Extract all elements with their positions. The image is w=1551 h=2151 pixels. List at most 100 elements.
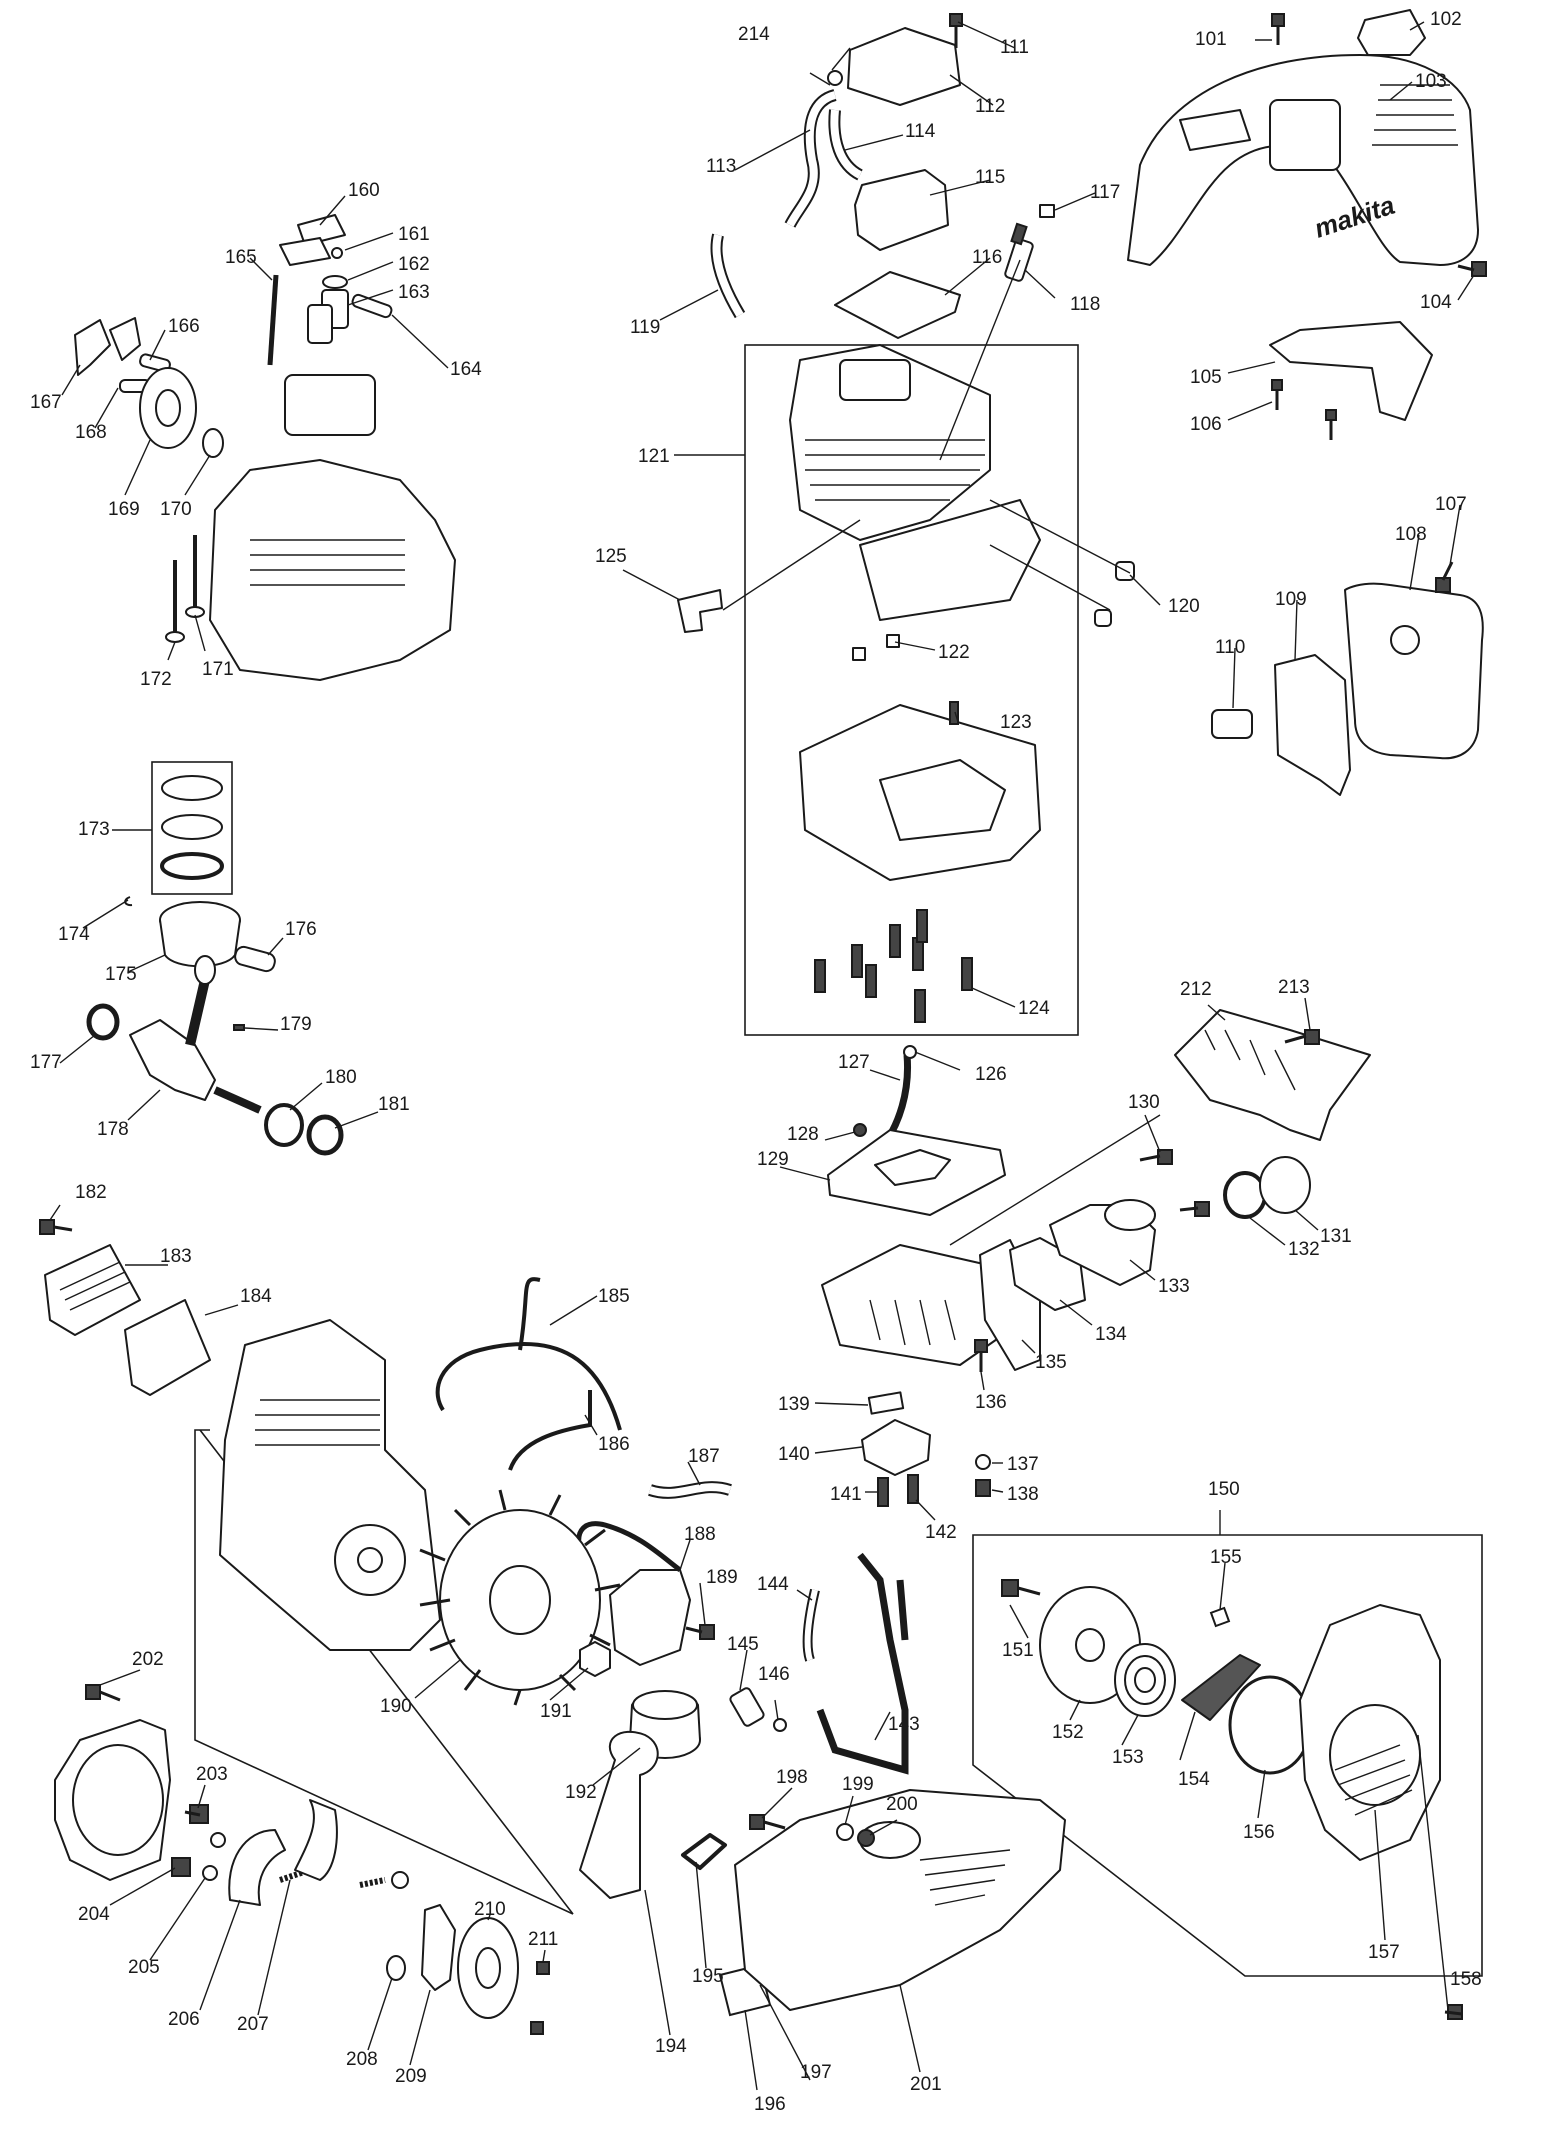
wire-186: [508, 1390, 592, 1471]
callout-214: 214: [738, 24, 770, 45]
callout-202: 202: [132, 1649, 164, 1670]
bolts-124: [814, 909, 973, 1023]
callout-189: 189: [706, 1567, 738, 1588]
nut-161: [331, 247, 343, 259]
callout-103: 103: [1415, 71, 1447, 92]
stud-123: [949, 701, 959, 725]
engine-group-outline-line: [194, 1429, 574, 1915]
callout-200: 200: [886, 1794, 918, 1815]
engine-assembly: [219, 1319, 441, 1651]
callout-167: 167: [30, 392, 62, 413]
callout-135: 135: [1035, 1352, 1067, 1373]
fuel-cap-192: [629, 1690, 701, 1759]
callout-142: 142: [925, 1522, 957, 1543]
tag-194: [579, 1730, 659, 1899]
sleeve-110: [1211, 709, 1253, 739]
callout-191: 191: [540, 1701, 572, 1722]
bolt-158: [1444, 2004, 1463, 2020]
gasket-116: [834, 271, 961, 339]
callout-165: 165: [225, 247, 257, 268]
callout-130: 130: [1128, 1092, 1160, 1113]
air-cleaner-base-135: [821, 1239, 1041, 1371]
bolt-107: [1435, 561, 1454, 593]
callout-208: 208: [346, 2049, 378, 2070]
cylinder-head: [209, 374, 456, 681]
bushing-120b: [1094, 609, 1112, 627]
callout-170: 170: [160, 499, 192, 520]
callout-182: 182: [75, 1182, 107, 1203]
callout-119: 119: [630, 317, 660, 338]
callout-102: 102: [1430, 9, 1462, 30]
clutch-hub-209: [421, 1904, 456, 1991]
callout-207: 207: [237, 2014, 269, 2035]
washer-137: [975, 1454, 991, 1470]
callout-163: 163: [398, 282, 430, 303]
callout-116: 116: [972, 247, 1002, 268]
callout-185: 185: [598, 1286, 630, 1307]
callout-140: 140: [778, 1444, 810, 1465]
callout-143: 143: [888, 1714, 920, 1735]
callout-169: 169: [108, 499, 140, 520]
bolt-182: [39, 1219, 73, 1235]
bolt-136: [974, 1339, 988, 1372]
callout-114: 114: [905, 121, 936, 142]
callout-184: 184: [240, 1286, 272, 1307]
callout-151: 151: [1002, 1640, 1034, 1661]
nut-191: [579, 1641, 611, 1677]
spring-153: [1114, 1643, 1176, 1717]
callout-209: 209: [395, 2066, 427, 2087]
callout-188: 188: [684, 1524, 716, 1545]
stud-203: [184, 1804, 209, 1824]
grommet-195: [681, 1833, 727, 1870]
cam-follower-167: [74, 319, 111, 376]
callout-203: 203: [196, 1764, 228, 1785]
callout-160: 160: [348, 180, 380, 201]
ring-132: [1223, 1171, 1267, 1219]
piston-pin-176: [234, 945, 276, 973]
gasket-109: [1274, 654, 1351, 796]
muffler-hole: [1390, 625, 1420, 655]
callout-132: 132: [1288, 1239, 1320, 1260]
pin-166: [139, 353, 171, 373]
o-ring-180: [264, 1103, 304, 1147]
callout-174: 174: [58, 924, 90, 945]
callout-labels: 101 102 103 104 105 106 107 108 109 110 …: [30, 9, 1482, 2115]
callout-128: 128: [787, 1124, 819, 1145]
fuel-tank-201: [734, 1789, 1066, 2011]
callout-196: 196: [754, 2094, 786, 2115]
callout-146: 146: [758, 1664, 790, 1685]
nut-117: [1039, 204, 1055, 218]
filter-145: [729, 1687, 765, 1727]
callout-187: 187: [688, 1446, 720, 1467]
bolt-130: [1139, 1149, 1173, 1165]
callout-157: 157: [1368, 1942, 1400, 1963]
callout-120: 120: [1168, 596, 1200, 617]
bolt-106: [1271, 379, 1283, 410]
washer-208: [386, 1955, 406, 1981]
callout-162: 162: [398, 254, 430, 275]
callout-150: 150: [1208, 1479, 1240, 1500]
bolt-198: [749, 1814, 786, 1830]
clip-174: [124, 896, 133, 907]
callout-115: 115: [975, 167, 1005, 188]
callout-161: 161: [398, 224, 430, 245]
callout-123: 123: [1000, 712, 1032, 733]
callout-154: 154: [1178, 1769, 1210, 1790]
callout-106: 106: [1190, 414, 1222, 435]
key-179: [233, 1024, 245, 1031]
leader-lines: [49, 21, 1475, 2091]
callout-171: 171: [202, 659, 234, 680]
callout-141: 141: [830, 1484, 862, 1505]
callout-104: 104: [1420, 292, 1452, 313]
callout-124: 124: [1018, 998, 1050, 1019]
heat-shield-212: [1174, 1009, 1371, 1141]
callout-133: 133: [1158, 1276, 1190, 1297]
callout-118: 118: [1070, 294, 1100, 315]
piston-rings-173: [160, 775, 224, 880]
piston-ring-set-box: [151, 761, 233, 895]
bolt-213: [1284, 1029, 1320, 1045]
callout-213: 213: [1278, 977, 1310, 998]
bearing-181: [306, 1114, 344, 1156]
callout-175: 175: [105, 964, 137, 985]
